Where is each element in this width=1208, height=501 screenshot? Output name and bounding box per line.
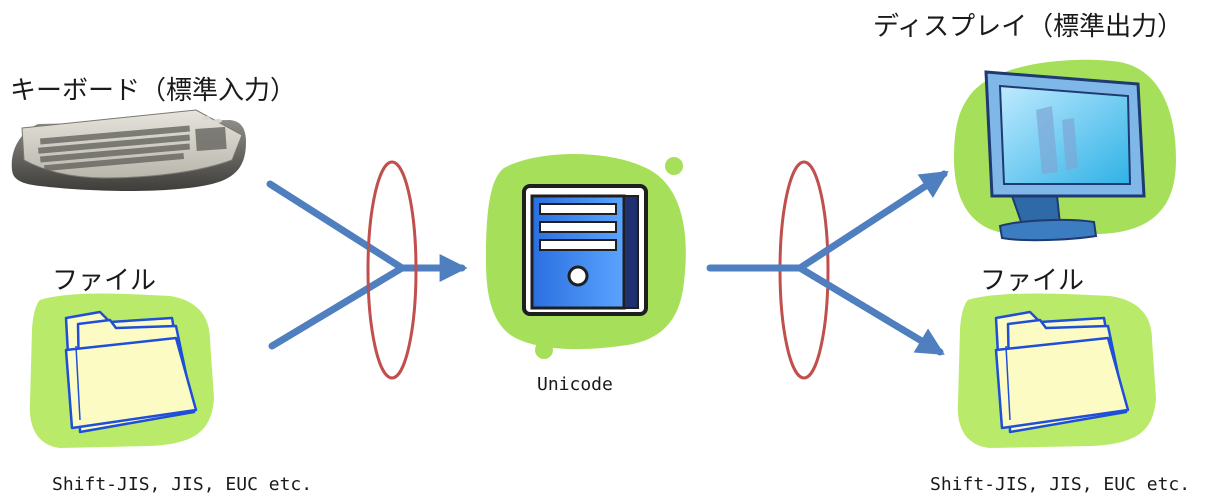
input-arrows — [266, 180, 468, 350]
output-arrows — [706, 170, 949, 356]
input-file-label: ファイル — [52, 266, 157, 296]
display-label: ディスプレイ（標準出力） — [873, 12, 1184, 42]
arrow-keyboard-in — [266, 180, 406, 272]
encodings-right-label: Shift-JIS, JIS, EUC etc. — [930, 474, 1191, 495]
center-unicode-label: Unicode — [537, 374, 613, 395]
input-encoding-ellipse — [366, 160, 418, 380]
encodings-left-label: Shift-JIS, JIS, EUC etc. — [52, 474, 313, 495]
folder-icon-input — [29, 293, 214, 448]
output-file-label: ファイル — [980, 266, 1085, 296]
keyboard-icon — [11, 109, 247, 191]
server-icon — [486, 154, 686, 359]
arrow-to-file-out — [796, 264, 945, 356]
monitor-icon — [954, 59, 1176, 242]
arrow-to-display — [796, 170, 949, 272]
arrow-file-in — [268, 264, 406, 350]
keyboard-label: キーボード（標準入力） — [10, 76, 297, 106]
folder-icon-output — [957, 293, 1156, 448]
